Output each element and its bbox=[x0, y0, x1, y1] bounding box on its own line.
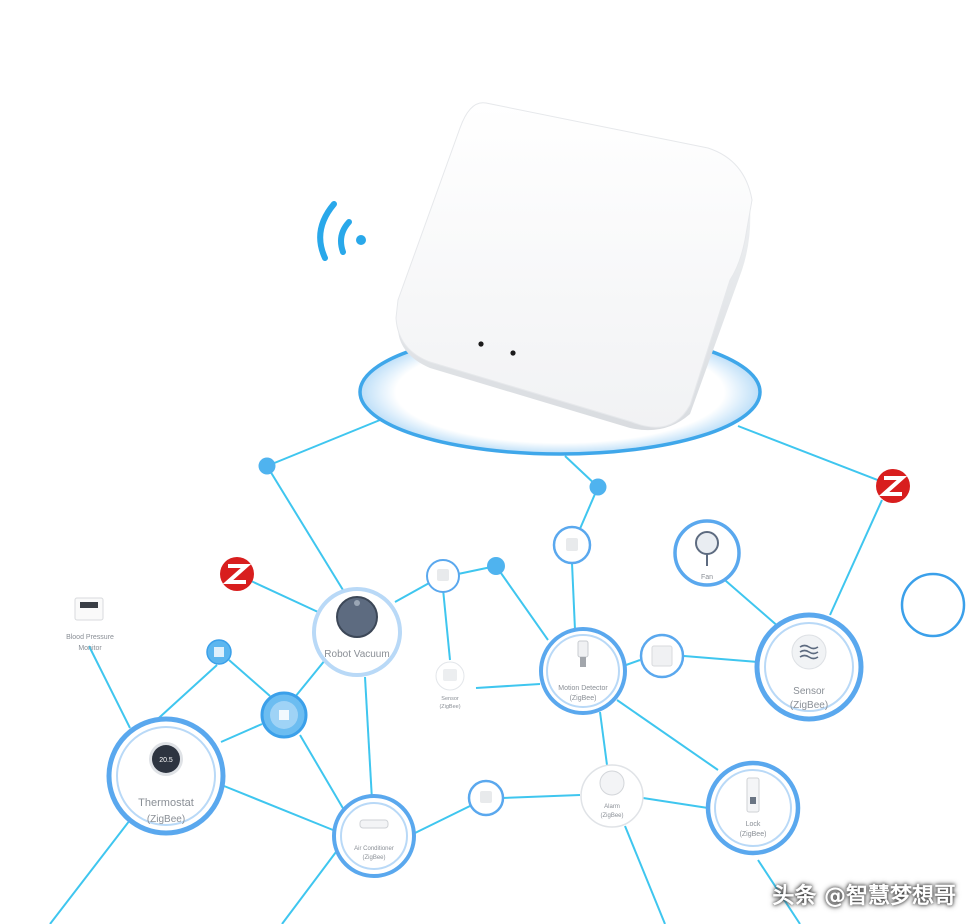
node-robot-vacuum: Robot Vacuum bbox=[312, 587, 402, 677]
thermostat-display: 20.5 bbox=[159, 757, 173, 764]
led-dot bbox=[510, 350, 516, 356]
node-label: Monitor bbox=[78, 645, 102, 652]
node-small-device bbox=[467, 779, 505, 817]
node-label: Sensor bbox=[793, 686, 825, 697]
node-small-device bbox=[260, 691, 308, 739]
node-sensor-big: Sensor (ZigBee) bbox=[754, 612, 864, 722]
node-small-device bbox=[426, 559, 460, 593]
node-blood-pressure-monitor: Blood Pressure Monitor bbox=[66, 597, 114, 652]
node-label: (ZigBee) bbox=[570, 695, 597, 702]
node-label: (ZigBee) bbox=[147, 814, 185, 825]
node-label: Fan bbox=[701, 574, 713, 581]
alarm-icon bbox=[599, 770, 625, 796]
node-label: Sensor bbox=[441, 696, 459, 702]
node-label: Lock bbox=[746, 821, 761, 828]
sensor-icon bbox=[443, 669, 457, 681]
node-fan: Fan bbox=[673, 519, 741, 587]
empty-node-ring bbox=[900, 572, 966, 638]
node-label: Blood Pressure bbox=[66, 634, 114, 641]
node-thermostat: 20.5 Thermostat (ZigBee) bbox=[106, 716, 226, 836]
wifi-icon bbox=[317, 201, 366, 261]
node-sensor-small: Sensor (ZigBee) bbox=[435, 661, 465, 710]
zigbee-logo-icon bbox=[220, 557, 254, 591]
node-label: (ZigBee) bbox=[740, 831, 767, 838]
fan-icon bbox=[695, 531, 719, 555]
led-dot bbox=[478, 341, 484, 347]
node-label: Motion Detector bbox=[558, 685, 608, 692]
watermark-text: 头条 @智慧梦想哥 bbox=[772, 884, 956, 909]
zigbee-gateway-hub bbox=[395, 102, 753, 431]
robot-vacuum-icon bbox=[336, 596, 378, 638]
zigbee-logo-icon bbox=[876, 469, 910, 503]
node-motion-detector: Motion Detector (ZigBee) bbox=[539, 627, 627, 715]
node-small-device bbox=[552, 525, 592, 565]
node-label: Alarm bbox=[604, 804, 620, 810]
node-small-device bbox=[639, 633, 685, 679]
air-conditioner-icon bbox=[359, 819, 389, 829]
connection-lines bbox=[49, 419, 894, 924]
lock-icon bbox=[746, 777, 760, 813]
motion-detector-icon bbox=[577, 640, 589, 658]
node-small-device bbox=[206, 639, 232, 665]
node-lock: Lock (ZigBee) bbox=[705, 760, 801, 856]
node-label: Robot Vacuum bbox=[324, 649, 389, 660]
node-label: (ZigBee) bbox=[790, 700, 828, 711]
node-label: (ZigBee) bbox=[362, 855, 385, 861]
node-alarm: Alarm (ZigBee) bbox=[580, 764, 644, 828]
node-label: (ZigBee) bbox=[600, 813, 623, 819]
node-label: Air Conditioner bbox=[354, 846, 394, 852]
node-label: Thermostat bbox=[138, 797, 194, 809]
node-label: (ZigBee) bbox=[439, 704, 460, 710]
node-air-conditioner: Air Conditioner (ZigBee) bbox=[332, 794, 416, 878]
junction-dots bbox=[258, 457, 607, 575]
thermostat-icon bbox=[152, 745, 180, 773]
